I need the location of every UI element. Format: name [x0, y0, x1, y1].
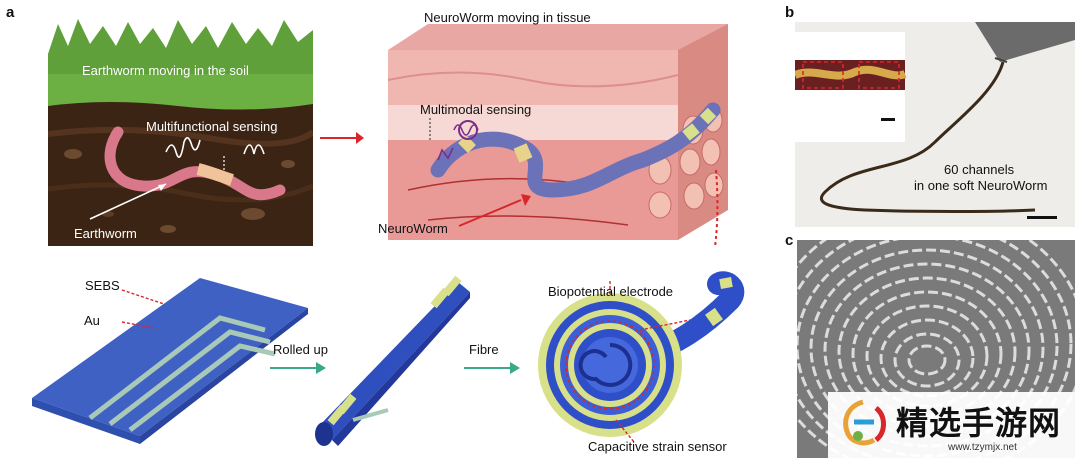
watermark-text: 精选手游网 [896, 405, 1062, 441]
earthworm-label: Earthworm [74, 226, 137, 241]
teal-arrow-icon [270, 362, 326, 374]
tissue-scene-title: NeuroWorm moving in tissue [424, 10, 591, 25]
biopotential-electrode-label: Biopotential electrode [548, 284, 674, 299]
panel-letter-a: a [6, 4, 15, 21]
label-leader-lines [121, 289, 165, 329]
sebs-label: SEBS [85, 278, 120, 293]
multimodal-sensing-label: Multimodal sensing [420, 102, 532, 117]
panel-letter-c: c [785, 232, 794, 249]
channels-caption-line1: 60 channels [944, 162, 1015, 177]
au-label: Au [84, 313, 100, 328]
neuroworm-photo [793, 22, 1075, 227]
tissue-block-illustration [387, 24, 728, 245]
flat-sebs-sheet-illustration [32, 278, 308, 444]
rolled-up-label: Rolled up [273, 342, 328, 357]
fibre-cross-section-illustration [538, 271, 745, 443]
channels-caption-line2: in one soft NeuroWorm [914, 178, 1048, 193]
neuroworm-photo-drawing [793, 22, 1075, 227]
earthworm-soil-illustration [48, 14, 313, 246]
neuroworm-pointer-arrow-icon [458, 194, 531, 227]
teal-arrow-2-icon [464, 362, 520, 374]
watermark-url: www.tzymjx.net [948, 442, 1017, 453]
panel-letter-b: b [785, 4, 795, 21]
watermark-logo-icon [843, 399, 886, 446]
multifunctional-sensing-label: Multifunctional sensing [146, 119, 278, 134]
neuroworm-label: NeuroWorm [378, 221, 448, 236]
fibre-label: Fibre [469, 342, 499, 357]
capacitive-strain-sensor-label: Capacitive strain sensor [588, 439, 727, 454]
rolled-up-sheet-illustration [315, 275, 470, 446]
red-arrow-icon [320, 132, 364, 144]
watermark-banner: 精选手游网 www.tzymjx.net [828, 392, 1078, 460]
soil-scene-title: Earthworm moving in the soil [82, 63, 249, 78]
